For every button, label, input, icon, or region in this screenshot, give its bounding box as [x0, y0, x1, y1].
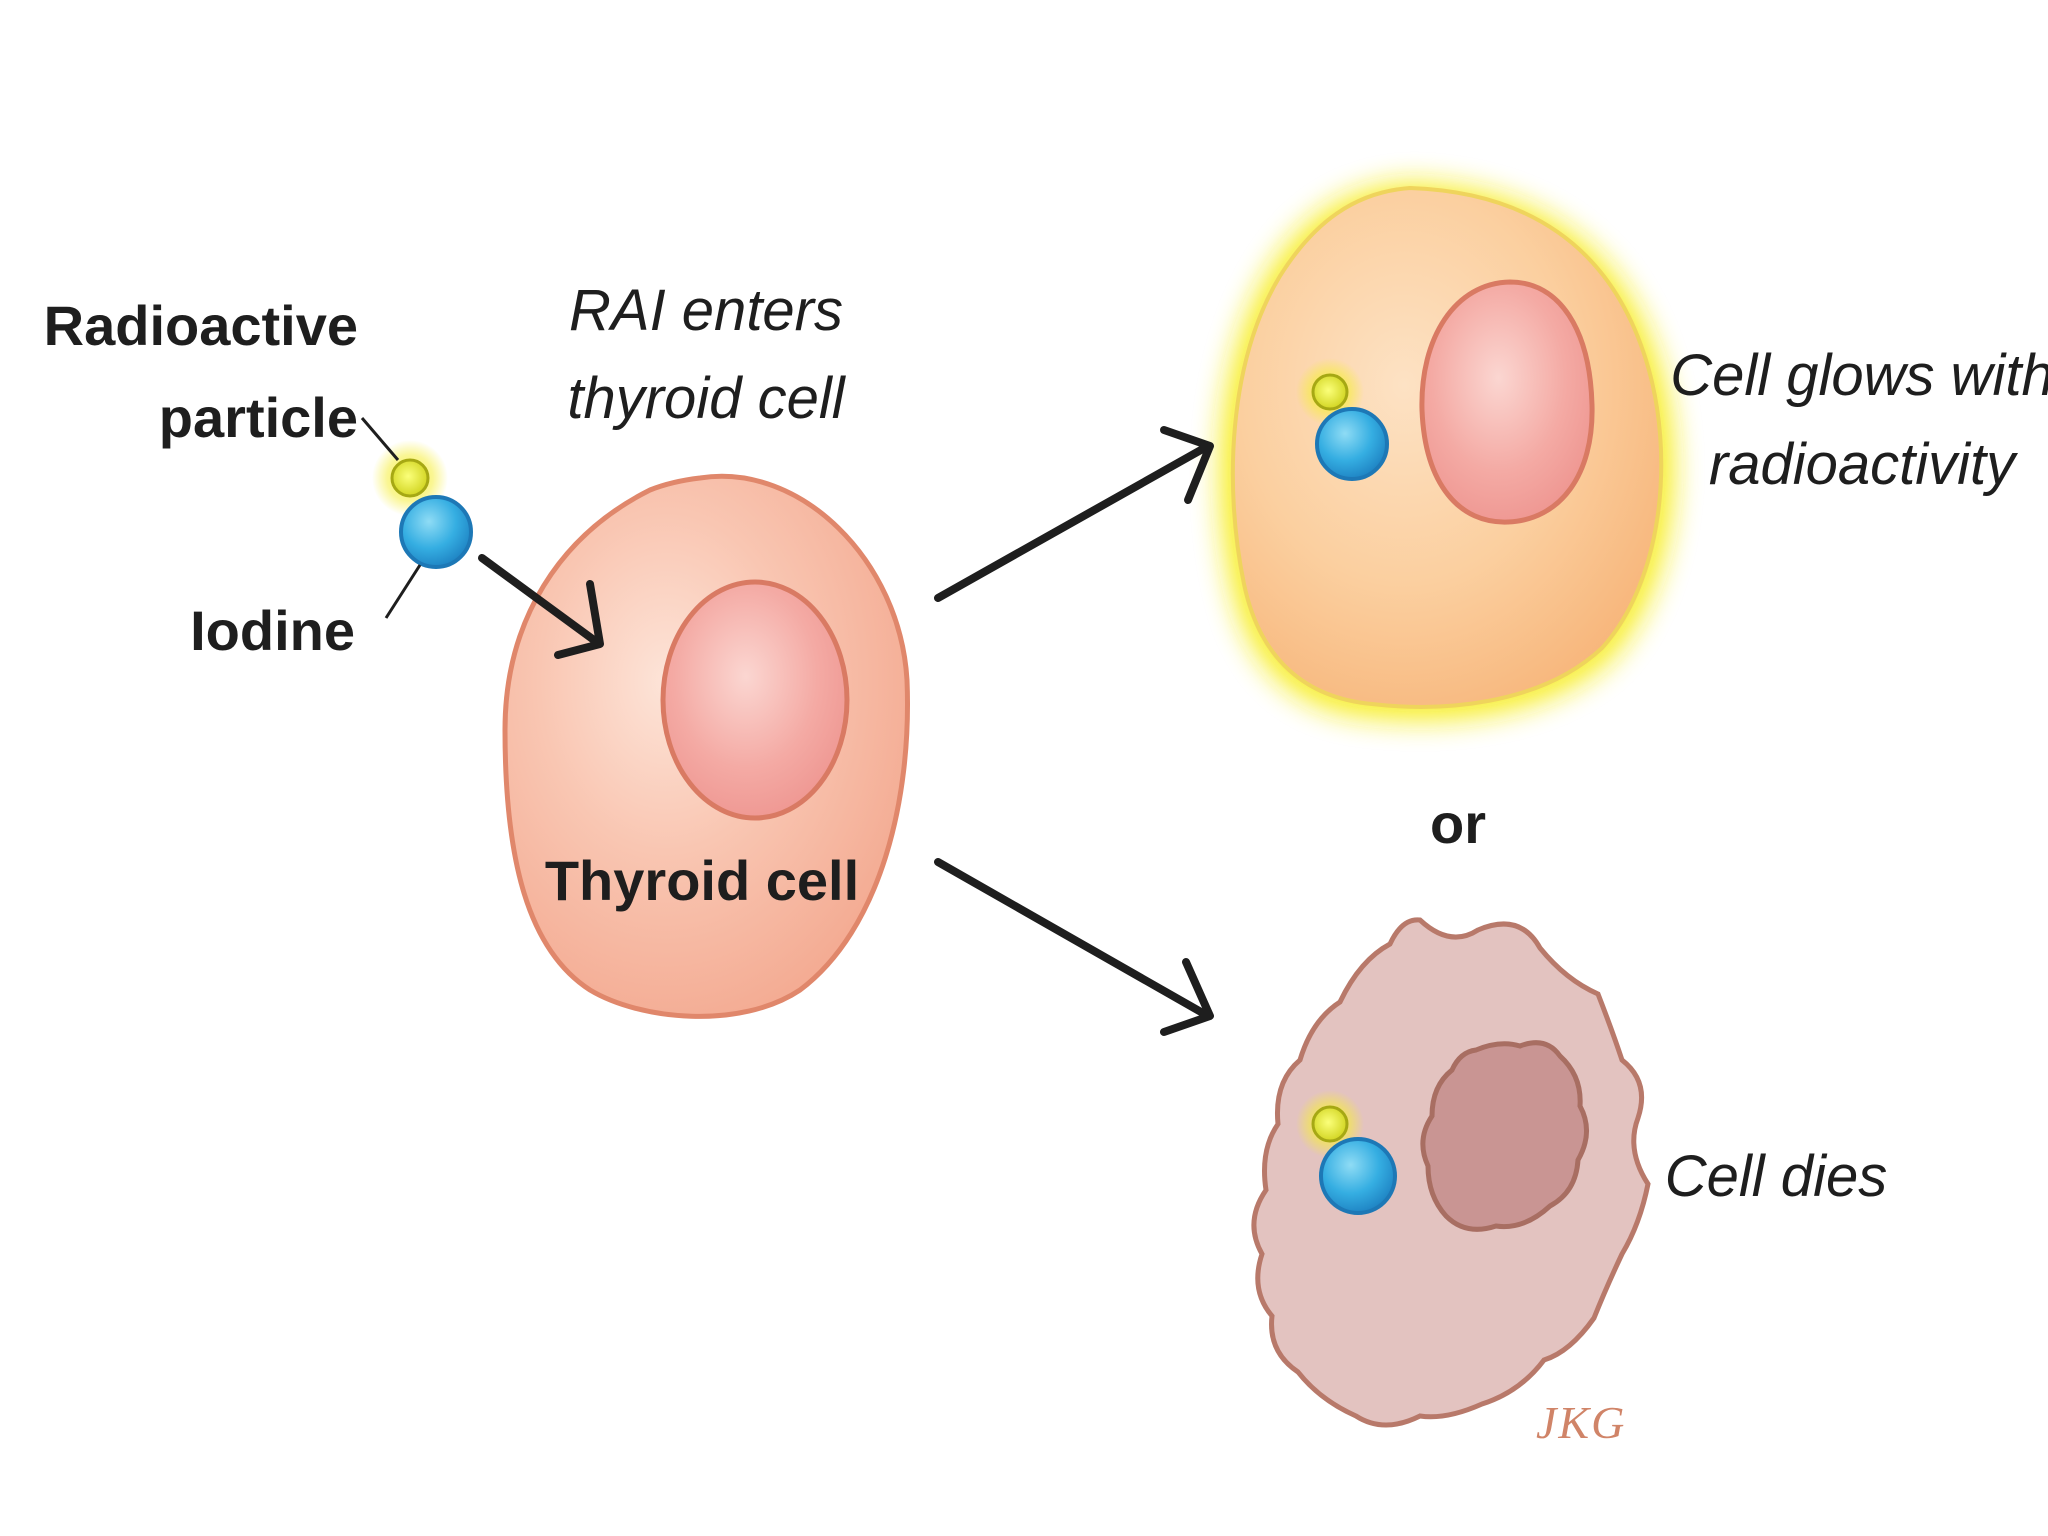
thyroid-cell — [502, 473, 910, 1019]
dying-cell-iodine — [1319, 1137, 1397, 1215]
cell-glows-label-line2: radioactivity — [1709, 432, 2018, 497]
or-label: or — [1430, 792, 1486, 855]
iodine-atom — [399, 495, 473, 569]
radioactive-particle-label-line1: Radioactive — [44, 294, 358, 357]
rai-enters-label-line1: RAI enters — [569, 278, 843, 343]
dying-cell-particle — [1311, 1105, 1349, 1143]
particle-leader-line — [360, 417, 400, 461]
arrow-to-dying-cell — [934, 858, 1214, 1036]
glowing-cell-iodine — [1315, 407, 1389, 481]
rai-enters-label-line2: thyroid cell — [567, 366, 846, 431]
cell-dies-label: Cell dies — [1665, 1144, 1887, 1209]
dying-cell-nucleus — [1420, 1040, 1589, 1232]
glowing-cell-nucleus — [1419, 279, 1595, 525]
cell-glows-label-line1: Cell glows with — [1670, 343, 2048, 408]
radioactive-particle-label-line2: particle — [159, 386, 358, 449]
arrow-into-cell — [478, 554, 604, 659]
iodine-leader-line — [384, 564, 422, 619]
iodine-label: Iodine — [190, 599, 355, 662]
arrow-to-glowing-cell — [934, 426, 1214, 602]
radioactive-iodine — [372, 440, 473, 569]
thyroid-cell-nucleus — [660, 579, 850, 821]
dying-cell — [1251, 917, 1651, 1428]
glowing-cell-particle — [1311, 373, 1349, 411]
radioactive-particle — [390, 458, 430, 498]
thyroid-cell-label: Thyroid cell — [545, 849, 859, 912]
glowing-cell — [1219, 182, 1675, 721]
artist-signature: JKG — [1536, 1397, 1626, 1448]
